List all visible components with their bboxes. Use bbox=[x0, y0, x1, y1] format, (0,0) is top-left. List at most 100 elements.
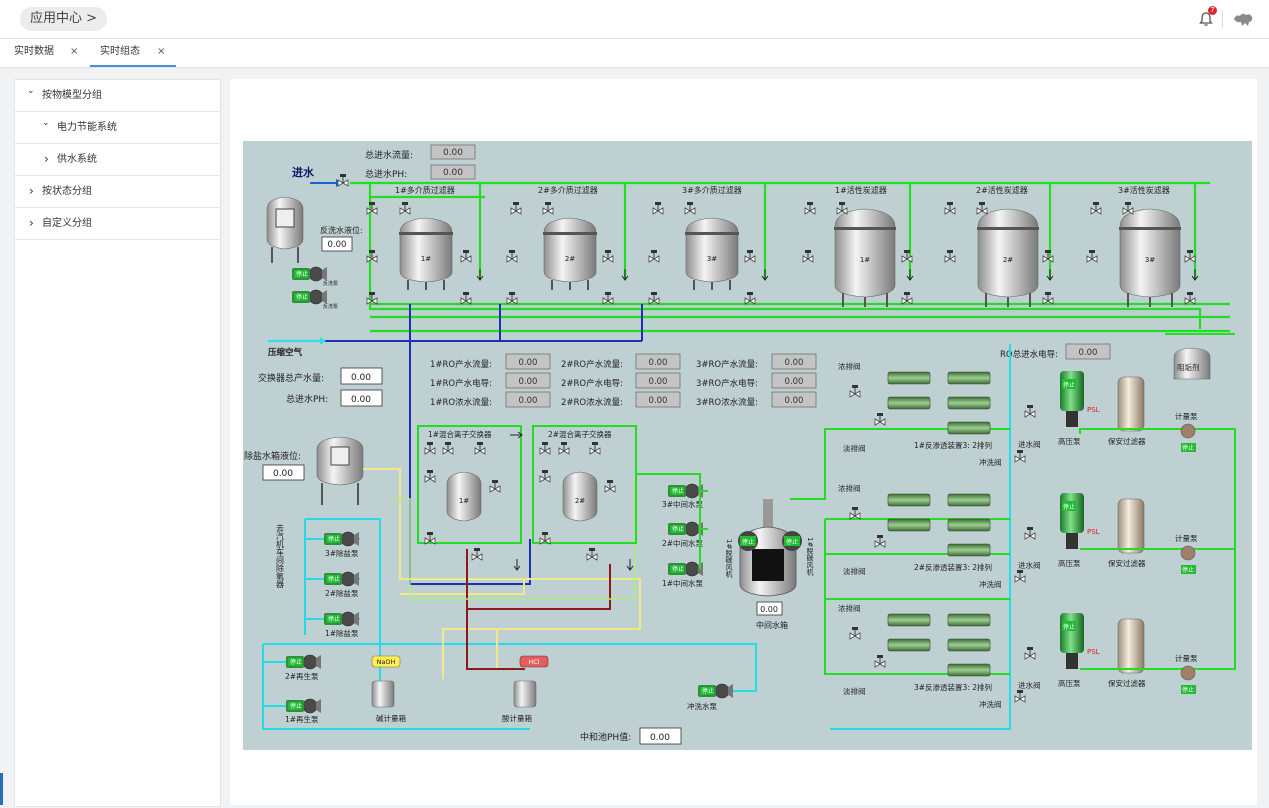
filter-label: 保安过滤器 bbox=[1108, 678, 1146, 688]
desalt-pump-3[interactable]: 停止 3#除盐泵 bbox=[323, 531, 360, 558]
ro3-cond-label: 3#RO产水电导: bbox=[696, 378, 758, 389]
chemical-label: HCl bbox=[528, 658, 539, 666]
valve-label: 淡排阀 bbox=[843, 566, 866, 576]
pump-status: 停止 bbox=[1182, 444, 1194, 452]
filter-tag: 2# bbox=[1003, 256, 1013, 264]
middle-pump-3[interactable]: 停止 3#中间水泵 bbox=[662, 483, 704, 509]
sidebar-item-custom[interactable]: › 自定义分组 bbox=[15, 208, 220, 240]
carbon-filter-3[interactable]: 3#活性炭滤器 3# bbox=[1118, 185, 1182, 308]
multimedia-filter-3[interactable]: 3#多介质过滤器 3# bbox=[682, 185, 742, 291]
security-filter-2[interactable]: 保安过滤器 bbox=[1108, 498, 1146, 568]
hp-pump-3[interactable]: 停止 PSL 高压泵 bbox=[1058, 613, 1100, 688]
desalt-pump-2[interactable]: 停止 2#除盐泵 bbox=[323, 571, 360, 598]
hp-pump-1[interactable]: 停止 PSL 高压泵 bbox=[1058, 371, 1100, 446]
ro-readings: 1#RO产水流量: 0.00 2#RO产水流量: 0.00 3#RO产水流量: … bbox=[430, 353, 817, 408]
middle-pump-1[interactable]: 停止 1#中间水泵 bbox=[662, 561, 704, 588]
regen-pump-1[interactable]: 停止 1#再生泵 bbox=[285, 698, 322, 724]
security-filter-1[interactable]: 保安过滤器 bbox=[1108, 376, 1146, 446]
desalted-tank-label: 除盐水箱液位: bbox=[244, 450, 301, 462]
mixed-bed-exchanger-2[interactable]: 2#混合离子交换器 2# bbox=[548, 429, 612, 522]
multimedia-filter-2[interactable]: 2#多介质过滤器 2# bbox=[538, 185, 598, 291]
psl-indicator: PSL bbox=[1087, 648, 1100, 656]
exchanger-title: 1#混合离子交换器 bbox=[428, 429, 492, 439]
valve-label: 浓排阀 bbox=[838, 483, 861, 493]
ro-train-2[interactable]: 浓排阀 淡排阀 2#反渗透装置3: 2排列 进水阀 冲洗阀 bbox=[838, 483, 1041, 589]
pump-status: 停止 bbox=[290, 658, 302, 666]
ro-train-1[interactable]: 浓排阀 淡排阀 1#反渗透装置3: 2排列 进水阀 冲洗阀 bbox=[838, 361, 1041, 467]
pump-status: 停止 bbox=[1182, 566, 1194, 574]
metering-pump-2[interactable]: 计量泵 停止 bbox=[1175, 533, 1198, 574]
middle-pump-2[interactable]: 停止 2#中间水泵 bbox=[662, 521, 704, 548]
pump-label: 高压泵 bbox=[1058, 558, 1081, 568]
tab-realtime-scada[interactable]: 实时组态 × bbox=[90, 39, 176, 67]
avatar-icon[interactable] bbox=[1232, 10, 1254, 28]
sidebar-item-water-supply[interactable]: › 供水系统 bbox=[15, 144, 220, 176]
ro3-conc-label: 3#RO浓水流量: bbox=[696, 397, 758, 408]
close-icon[interactable]: × bbox=[157, 46, 166, 57]
flush-pump[interactable]: 停止 冲洗水泵 bbox=[687, 683, 734, 711]
hcl-tank[interactable]: HCl 酸计量箱 bbox=[502, 655, 549, 723]
pump-label: 3#中间水泵 bbox=[662, 499, 704, 509]
naoh-tank[interactable]: NaOH 碱计量箱 bbox=[371, 655, 406, 723]
pump-status: 停止 bbox=[1182, 686, 1194, 694]
sidebar-item-power-saving[interactable]: ⌄ 电力节能系统 bbox=[15, 112, 220, 144]
sidebar-item-label: 电力节能系统 bbox=[57, 122, 117, 133]
decarb-fan-label: 1#脱碳风机 bbox=[725, 539, 733, 578]
middle-tank-label: 中间水箱 bbox=[756, 620, 788, 630]
ro-unit-label: 3#反渗透装置3: 2排列 bbox=[914, 682, 992, 692]
valve-label: 冲洗阀 bbox=[979, 457, 1002, 467]
pump-label: 高压泵 bbox=[1058, 678, 1081, 688]
valve-label: 冲洗阀 bbox=[979, 579, 1002, 589]
carbon-filter-1[interactable]: 1#活性炭滤器 1# bbox=[833, 185, 897, 308]
metering-pump-3[interactable]: 计量泵 停止 bbox=[1175, 653, 1198, 694]
metering-pump-1[interactable]: 计量泵 停止 bbox=[1175, 411, 1198, 452]
close-icon[interactable]: × bbox=[70, 46, 79, 57]
chevron-right-icon: › bbox=[44, 152, 49, 166]
pump-status: 停止 bbox=[1063, 623, 1075, 631]
desalted-tank-value: 0.00 bbox=[273, 469, 293, 479]
carbon-filter-2[interactable]: 2#活性炭滤器 2# bbox=[976, 185, 1040, 308]
pump-status: 停止 bbox=[672, 525, 684, 533]
tab-label: 实时数据 bbox=[14, 46, 54, 57]
valve-label: 进水阀 bbox=[1018, 560, 1041, 570]
sidebar: ⌄ 按物模型分组 ⌄ 电力节能系统 › 供水系统 › 按状态分组 › 自定义分组 bbox=[14, 79, 221, 807]
filter-tag: 2# bbox=[565, 255, 575, 263]
mixed-bed-exchanger-1[interactable]: 1#混合离子交换器 1# bbox=[428, 429, 492, 522]
sidebar-item-by-model[interactable]: ⌄ 按物模型分组 bbox=[15, 80, 220, 112]
exchanger-tag: 1# bbox=[459, 497, 469, 505]
ro1-cond-label: 1#RO产水电导: bbox=[430, 378, 492, 389]
sidebar-item-by-status[interactable]: › 按状态分组 bbox=[15, 176, 220, 208]
regen-pump-2[interactable]: 停止 2#再生泵 bbox=[285, 654, 322, 681]
pump-label: 冲洗水泵 bbox=[687, 701, 717, 711]
deaerator-label: 去汽机车间除氧器 bbox=[276, 523, 285, 589]
valve-label: 浓排阀 bbox=[838, 603, 861, 613]
ro-train-3[interactable]: 浓排阀 淡排阀 3#反渗透装置3: 2排列 进水阀 冲洗阀 bbox=[838, 603, 1041, 709]
multimedia-filter-1[interactable]: 1#多介质过滤器 1# bbox=[395, 185, 455, 291]
security-filter-3[interactable]: 保安过滤器 bbox=[1108, 618, 1146, 688]
ro1-flow-label: 1#RO产水流量: bbox=[430, 359, 492, 370]
chevron-right-icon: › bbox=[29, 216, 34, 230]
bell-icon[interactable] bbox=[1198, 11, 1214, 27]
chevron-right-icon: › bbox=[29, 184, 34, 198]
ro3-flow-label: 3#RO产水流量: bbox=[696, 359, 758, 370]
tab-realtime-data[interactable]: 实时数据 × bbox=[14, 39, 84, 67]
sidebar-item-label: 按状态分组 bbox=[42, 186, 92, 197]
filter-title: 3#多介质过滤器 bbox=[682, 185, 742, 195]
filter-title: 1#活性炭滤器 bbox=[835, 185, 887, 195]
pump-label: 2#除盐泵 bbox=[325, 588, 359, 598]
filter-title: 1#多介质过滤器 bbox=[395, 185, 455, 195]
tab-bar: 实时数据 × 实时组态 × bbox=[0, 39, 1269, 68]
ro2-cond-value: 0.00 bbox=[649, 377, 668, 387]
fan-status: 停止 bbox=[742, 538, 754, 546]
neutral-ph-label: 中和池PH值: bbox=[580, 731, 631, 743]
pump-label: 2#再生泵 bbox=[285, 671, 319, 681]
antiscalant-tank[interactable]: 阻垢剂 bbox=[1173, 347, 1211, 380]
pump-label: 3#除盐泵 bbox=[325, 548, 359, 558]
notification-badge: 7 bbox=[1208, 6, 1217, 15]
pump-status: 停止 bbox=[702, 687, 714, 695]
hp-pump-2[interactable]: 停止 PSL 高压泵 bbox=[1058, 493, 1100, 568]
desalt-pump-1[interactable]: 停止 1#除盐泵 bbox=[323, 611, 360, 638]
ro3-flow-value: 0.00 bbox=[785, 358, 804, 368]
pump-label: 1#中间水泵 bbox=[662, 578, 704, 588]
app-center-button[interactable]: 应用中心 > bbox=[20, 7, 108, 31]
